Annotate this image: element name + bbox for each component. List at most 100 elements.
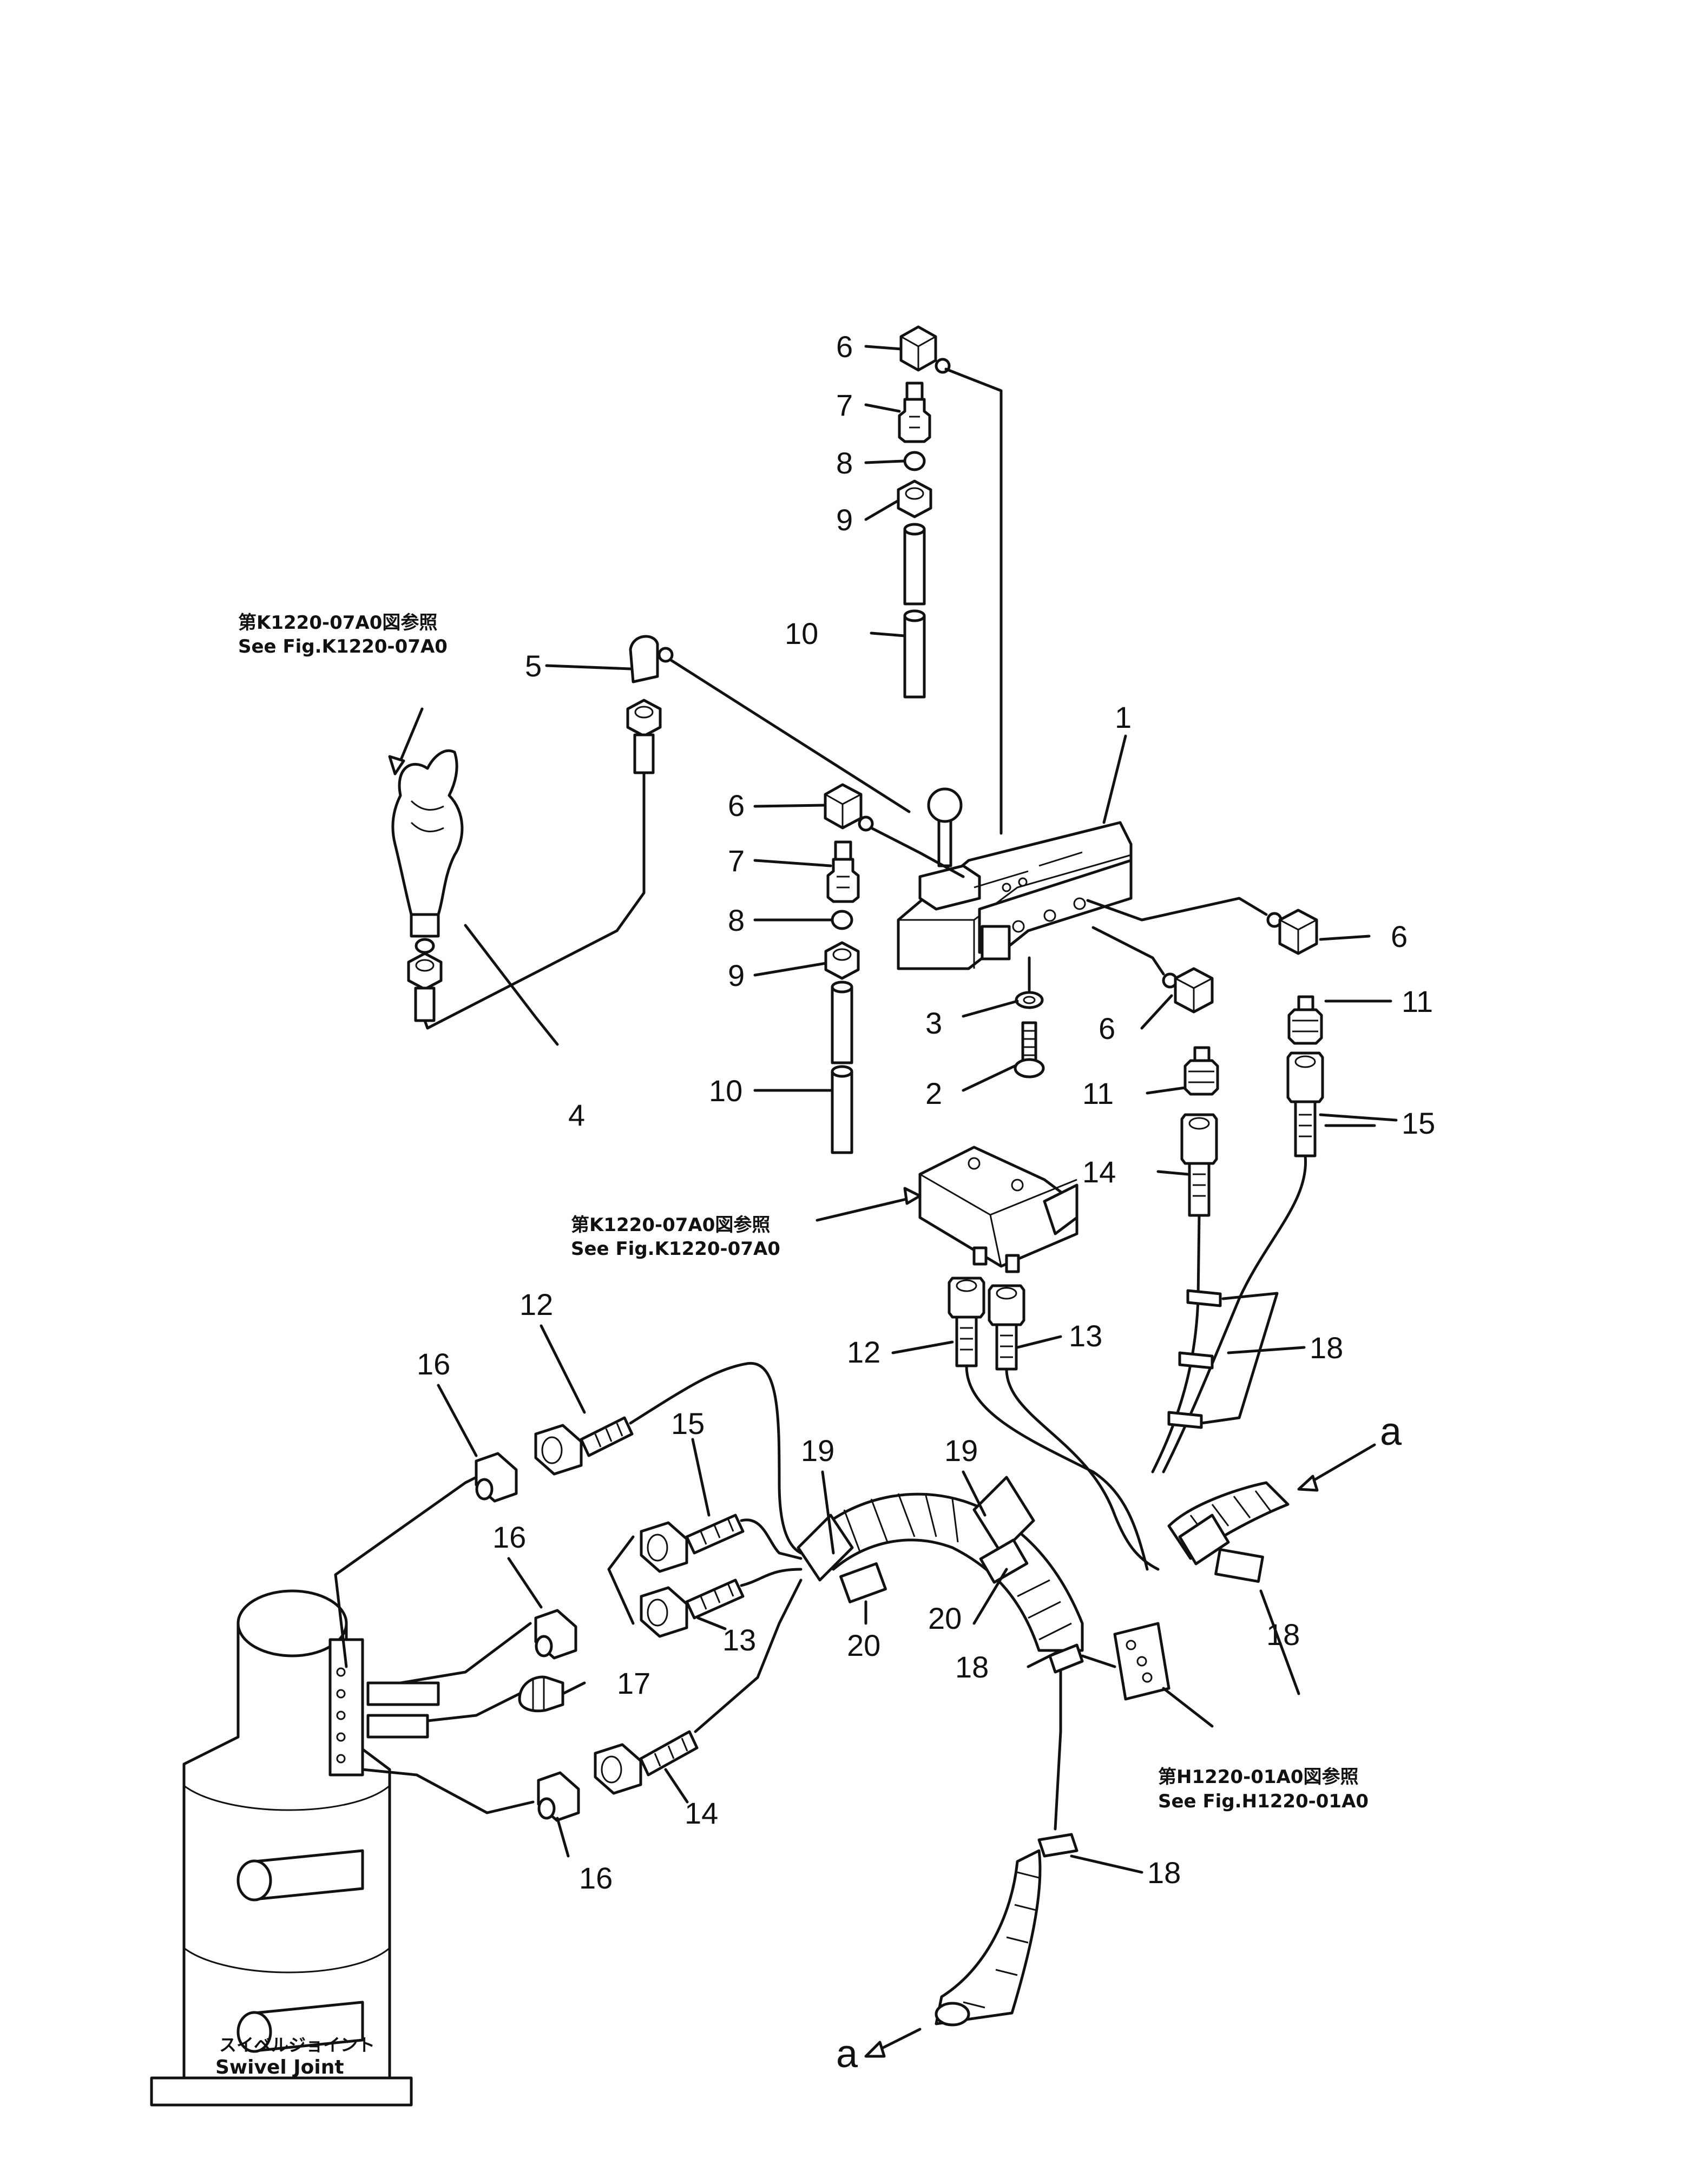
callout-2: 2	[925, 1076, 942, 1110]
callout-8-mid: 8	[728, 903, 745, 937]
fitting-16-middle	[534, 1609, 577, 1660]
callout-18-lower: 18	[1147, 1856, 1181, 1890]
elbow-fitting-6-center	[1091, 926, 1214, 1014]
swivel-label-en: Swivel Joint	[215, 2056, 344, 2078]
callout-4: 4	[568, 1098, 585, 1132]
nut-tube-4-left	[407, 952, 443, 1022]
callout-a-top: a	[1380, 1410, 1402, 1453]
sub-block	[918, 1146, 1079, 1273]
tube-10-top	[903, 523, 926, 699]
fitting-16-lower	[537, 1771, 580, 1822]
bracket-15-13	[607, 1535, 635, 1625]
callout-10-top: 10	[785, 616, 818, 650]
clamp-18-lower	[1037, 1643, 1084, 1858]
callout-a-bottom: a	[836, 2032, 858, 2076]
note-block-en: See Fig.K1220-07A0	[571, 1238, 780, 1260]
callout-14-right: 14	[1082, 1155, 1116, 1189]
callout-11-center: 11	[1082, 1076, 1114, 1110]
callout-13-block: 13	[1069, 1319, 1102, 1353]
callout-12-left: 12	[520, 1287, 553, 1321]
joystick-assembly	[391, 749, 464, 954]
control-valve-1	[897, 787, 1133, 970]
hose-clamps-18-right	[1167, 1289, 1279, 1429]
callout-8-top: 8	[836, 446, 853, 480]
note-bracket-jp: 第H1220-01A0図参照	[1158, 1766, 1358, 1788]
nut-9-top	[897, 479, 932, 518]
callout-7-mid: 7	[728, 844, 745, 878]
callout-6-top: 6	[836, 330, 853, 364]
note-joystick-en: See Fig.K1220-07A0	[238, 636, 448, 657]
callout-20-center: 20	[928, 1601, 962, 1635]
callout-18-right: 18	[1310, 1331, 1343, 1365]
callout-6-mid: 6	[728, 788, 745, 823]
callout-18-bracket: 18	[1266, 1617, 1300, 1652]
nut-tube-4-right	[626, 699, 662, 774]
middle-fitting-stack	[824, 783, 965, 1154]
callout-12-block: 12	[847, 1335, 880, 1369]
callout-14-left: 14	[685, 1796, 718, 1830]
callout-16-lower: 16	[579, 1861, 613, 1895]
note-joystick-jp: 第K1220-07A0図参照	[238, 612, 437, 634]
leader-lines	[437, 345, 1398, 1874]
callout-17: 17	[617, 1666, 650, 1700]
washer-3	[1015, 956, 1044, 1009]
connector-11-center	[1183, 1046, 1219, 1096]
connector-11-right	[1287, 995, 1323, 1045]
callout-18-center: 18	[955, 1650, 989, 1684]
elbow-fitting-6-top	[899, 325, 951, 374]
callout-9-top: 9	[836, 503, 853, 537]
clips-20	[839, 1538, 1264, 1603]
hose-12-13-run	[965, 1364, 1160, 1571]
spiral-hose-bundle	[797, 1476, 1290, 2027]
swivel-lines	[334, 1476, 535, 1814]
nut-9-mid	[824, 941, 860, 980]
callout-13-left: 13	[722, 1623, 756, 1657]
swivel-joint	[150, 1589, 440, 2107]
fitting-12-block	[948, 1277, 985, 1367]
fitting-17	[518, 1675, 564, 1713]
hose-13-left	[640, 1568, 803, 1638]
elbow-fitting-5	[629, 635, 911, 813]
callout-15-right: 15	[1402, 1106, 1435, 1140]
callout-9-mid: 9	[728, 958, 745, 992]
tube-4	[423, 771, 646, 1030]
callout-5: 5	[525, 649, 542, 683]
ring-8-top	[903, 451, 926, 471]
hose-15-upper	[1162, 1051, 1324, 1473]
tube-10-mid	[831, 981, 853, 1154]
callout-11-right: 11	[1402, 984, 1433, 1018]
callout-1: 1	[1115, 700, 1132, 734]
elbow-fitting-6-right	[1086, 897, 1318, 955]
swivel-label-jp: スイベルジョイント	[219, 2035, 375, 2055]
hose-14-left	[594, 1578, 803, 1795]
callout-19-center: 19	[944, 1433, 978, 1468]
note-block-jp: 第K1220-07A0図参照	[571, 1214, 770, 1236]
elbow-fitting-6-mid	[824, 783, 874, 832]
callout-15-left: 15	[671, 1406, 705, 1440]
connector-7-mid	[826, 840, 860, 903]
callout-6-center: 6	[1099, 1011, 1115, 1045]
hose-15-left	[640, 1514, 803, 1573]
callout-16-upper: 16	[417, 1347, 450, 1381]
fitting-16-upper	[475, 1452, 518, 1503]
note-bracket-en: See Fig.H1220-01A0	[1158, 1791, 1369, 1812]
callout-19-left: 19	[801, 1433, 834, 1468]
bolt-2	[1014, 1021, 1045, 1078]
ring-8-mid	[831, 910, 853, 930]
fitting-13-block	[988, 1284, 1025, 1371]
bracket	[1081, 1622, 1170, 1701]
callout-7-top: 7	[836, 388, 853, 422]
hose-14-upper	[1151, 1113, 1218, 1473]
callout-labels: 1 2 3 4 5 6 6 6 6 7 7 8 8 9 9 10 10 11 1…	[417, 330, 1435, 2076]
upper-fitting-stack	[897, 325, 1003, 835]
callout-3: 3	[925, 1006, 942, 1040]
hose-12-left	[534, 1361, 803, 1555]
callout-10-mid: 10	[709, 1074, 742, 1108]
callout-20-left: 20	[847, 1628, 880, 1662]
reference-notes: 第K1220-07A0図参照 See Fig.K1220-07A0 第K1220…	[215, 612, 1369, 2078]
reference-arrows	[388, 707, 1376, 2058]
connector-7-top	[898, 381, 931, 443]
callout-16-middle: 16	[492, 1520, 526, 1554]
callout-6-right: 6	[1391, 919, 1408, 953]
